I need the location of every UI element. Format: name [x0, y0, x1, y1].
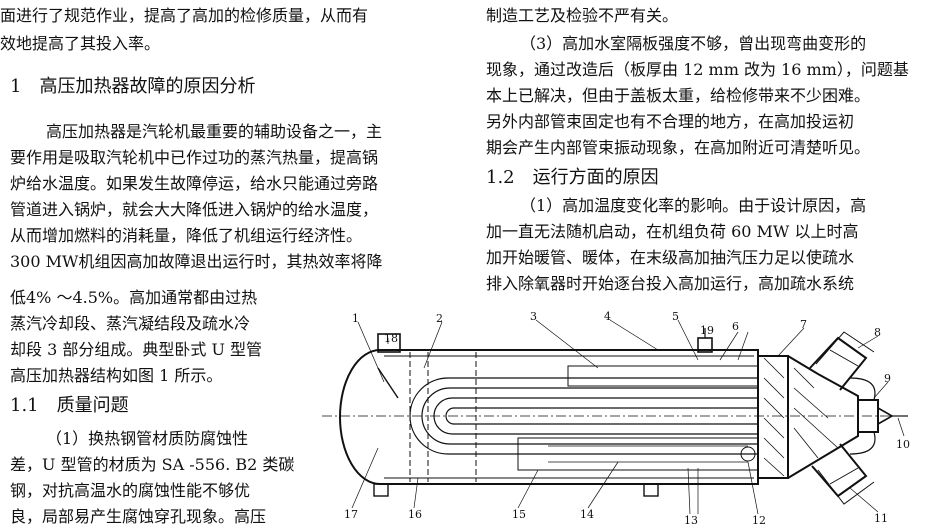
desuperheating-zone — [567, 365, 759, 387]
label-12: 12 — [752, 514, 766, 527]
label-16: 16 — [408, 508, 422, 521]
label-1: 1 — [352, 312, 359, 325]
label-9: 9 — [884, 372, 891, 385]
label-2: 2 — [436, 312, 443, 325]
section-1-1-heading: 1.1 质量问题 — [10, 395, 129, 416]
right-line-4: 本上已解决，但由于盖板太重，给检修带来不少困难。 — [486, 86, 871, 105]
section-1-line-8: 蒸汽冷却段、蒸汽凝结段及疏水冷 — [10, 314, 251, 333]
label-8: 8 — [874, 326, 881, 339]
section-1-line-7: 低4% ～4.5%。高加通常都由过热 — [10, 288, 258, 307]
section-1-line-4: 管道进入锅炉，就会大大降低进入锅炉的给水温度， — [10, 200, 379, 219]
drain-cooling-zone — [517, 437, 759, 471]
inlet-nozzle — [809, 336, 868, 391]
right-line-7: （1）高加温度变化率的影响。由于设计原因，高 — [520, 196, 867, 215]
section-1-1-line-2: 差，U 型管的材质为 SA -556. B2 类碳 — [10, 455, 295, 474]
label-10: 10 — [896, 438, 910, 451]
tube-sheet — [757, 355, 789, 479]
label-7: 7 — [800, 318, 807, 331]
section-1-line-5: 从而增加燃料的消耗量，降低了机组运行经济性。 — [10, 226, 363, 245]
section-1-line-10: 高压加热器结构如图 1 所示。 — [10, 366, 223, 385]
section-1-line-6: 300 MW机组因高加故障退出运行时，其热效率将降 — [10, 252, 383, 271]
section-1-line-3: 炉给水温度。如果发生故障停运，给水只能通过旁路 — [10, 174, 379, 193]
section-1-1-line-4: 良，局部易产生腐蚀穿孔现象。高压 — [10, 507, 267, 526]
label-18: 18 — [384, 332, 398, 345]
right-line-8: 加一直无法随机启动，在机组负荷 60 MW 以上时高 — [486, 222, 859, 241]
manhole — [858, 399, 879, 433]
section-1-line-9: 却段 3 部分组成。典型卧式 U 型管 — [10, 340, 263, 359]
label-13: 13 — [684, 514, 698, 527]
label-4: 4 — [604, 310, 611, 323]
right-line-2: （3）高加水室隔板强度不够，曾出现弯曲变形的 — [520, 34, 867, 53]
support-right — [643, 483, 659, 497]
section-1-1-line-1: （1）换热钢管材质防腐蚀性 — [46, 429, 249, 448]
right-line-1: 制造工艺及检验不严有关。 — [486, 6, 679, 25]
label-6: 6 — [732, 320, 739, 333]
label-14: 14 — [580, 508, 594, 521]
section-1-2-heading: 1.2 运行方面的原因 — [486, 167, 659, 188]
label-15: 15 — [512, 508, 526, 521]
right-line-9: 加开始暖管、暖体，在末级高加抽汽压力足以使疏水 — [486, 248, 855, 267]
heater-diagram: 1 2 3 4 5 6 7 8 9 10 11 12 13 14 15 16 1… — [322, 310, 910, 527]
shell — [339, 349, 759, 485]
section-1-heading: 1 高压加热器故障的原因分析 — [10, 76, 256, 97]
steam-inlet-nozzle — [377, 333, 401, 353]
right-line-5: 另外内部管束固定也有不合理的地方，在高加投运初 — [486, 112, 855, 131]
section-1-1-line-3: 钢，对抗高温水的腐蚀性能不够优 — [10, 481, 251, 500]
label-3: 3 — [530, 310, 537, 323]
right-line-3: 现象，通过改造后（板厚由 12 mm 改为 16 mm），问题基 — [486, 60, 909, 79]
outlet-nozzle — [811, 443, 868, 498]
support-left — [373, 483, 389, 497]
right-line-10: 排入除氧器时开始逐台投入高加运行，高加疏水系统 — [486, 274, 855, 293]
intro-line-1: 面进行了规范作业，提高了高加的检修质量，从而有 — [0, 6, 369, 25]
label-5: 5 — [672, 310, 679, 323]
label-17: 17 — [344, 508, 358, 521]
intro-line-2: 效地提高了其投入率。 — [0, 34, 161, 53]
right-line-6: 期会产生内部管束振动现象，在高加附近可清楚听见。 — [486, 138, 871, 157]
section-1-line-1: 高压加热器是汽轮机最重要的辅助设备之一，主 — [46, 122, 383, 141]
heater-structure-figure: 1 2 3 4 5 6 7 8 9 10 11 12 13 14 15 16 1… — [318, 308, 936, 531]
water-chamber — [787, 355, 859, 479]
label-11: 11 — [874, 512, 888, 525]
label-19: 19 — [700, 324, 714, 337]
section-1-line-2: 要作用是吸取汽轮机中已作过功的蒸汽热量，提高锅 — [10, 148, 379, 167]
